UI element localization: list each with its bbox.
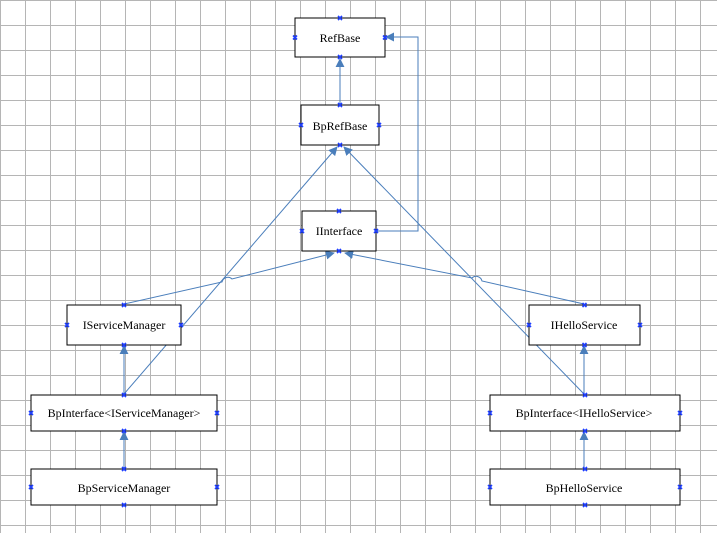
connection-handle[interactable] — [487, 484, 493, 490]
connection-handle[interactable] — [582, 392, 588, 398]
connection-handle[interactable] — [121, 502, 127, 508]
connection-handle[interactable] — [487, 410, 493, 416]
node-label: BpHelloService — [546, 481, 623, 495]
connection-handle[interactable] — [373, 228, 379, 234]
connection-handle[interactable] — [337, 54, 343, 60]
edge-iinterface-refbase[interactable] — [376, 32, 419, 232]
connection-handle[interactable] — [298, 122, 304, 128]
node-label: IHelloService — [551, 318, 618, 332]
connection-handle[interactable] — [581, 302, 588, 308]
connection-handles — [28, 15, 683, 508]
connection-handle[interactable] — [582, 428, 588, 434]
connection-handle[interactable] — [337, 102, 343, 108]
node-bphelloservice[interactable]: BpHelloService — [489, 468, 681, 506]
connection-handle[interactable] — [121, 392, 127, 398]
connection-handle[interactable] — [336, 248, 342, 254]
connection-handle[interactable] — [299, 228, 305, 234]
node-label: IServiceManager — [83, 318, 166, 332]
connection-handle[interactable] — [121, 428, 127, 434]
connection-handle[interactable] — [582, 502, 588, 508]
node-label: BpInterface<IHelloService> — [516, 406, 653, 420]
edge-bpinterface-hello-bprefbase[interactable] — [343, 146, 585, 395]
node-bprefbase[interactable]: BpRefBase — [300, 104, 380, 146]
connection-handle[interactable] — [121, 466, 127, 472]
node-ihelloservice[interactable]: IHelloService — [528, 304, 641, 346]
node-label: BpRefBase — [313, 119, 368, 133]
connection-handle[interactable] — [677, 484, 683, 490]
edge-ihelloservice-iinterface[interactable] — [344, 250, 585, 305]
node-refbase[interactable]: RefBase — [294, 17, 386, 58]
connection-handle[interactable] — [28, 484, 34, 490]
connection-handle[interactable] — [581, 342, 588, 348]
connection-handle[interactable] — [582, 466, 588, 472]
connection-handle[interactable] — [214, 484, 220, 490]
connection-handle[interactable] — [637, 322, 643, 328]
connection-handle[interactable] — [336, 208, 342, 214]
node-bpinterface-sm[interactable]: BpInterface<IServiceManager> — [30, 394, 218, 432]
connection-handle[interactable] — [121, 302, 127, 308]
node-label: RefBase — [320, 31, 361, 45]
connection-handle[interactable] — [214, 410, 220, 416]
connection-handle[interactable] — [178, 322, 184, 328]
edge-bpinterface-sm-bprefbase[interactable] — [123, 146, 338, 395]
node-bpinterface-hello[interactable]: BpInterface<IHelloService> — [489, 394, 681, 432]
connection-handle[interactable] — [376, 122, 382, 128]
edge-iservicemanager-iinterface[interactable] — [123, 250, 335, 305]
connection-handle[interactable] — [382, 34, 388, 41]
node-label: BpServiceManager — [78, 481, 171, 495]
connector-group — [119, 32, 589, 468]
connection-handle[interactable] — [337, 142, 343, 148]
node-label: IInterface — [316, 224, 363, 238]
node-iservicemanager[interactable]: IServiceManager — [66, 304, 182, 346]
node-iinterface[interactable]: IInterface — [301, 210, 377, 252]
node-bpservicemanager[interactable]: BpServiceManager — [30, 468, 218, 506]
connection-handle[interactable] — [292, 34, 298, 41]
connection-handle[interactable] — [121, 342, 127, 348]
connection-handle[interactable] — [337, 15, 343, 21]
connection-handle[interactable] — [28, 410, 34, 416]
node-label: BpInterface<IServiceManager> — [48, 406, 201, 420]
connection-handle[interactable] — [64, 322, 70, 328]
connection-handle[interactable] — [526, 322, 532, 328]
connection-handle[interactable] — [677, 410, 683, 416]
